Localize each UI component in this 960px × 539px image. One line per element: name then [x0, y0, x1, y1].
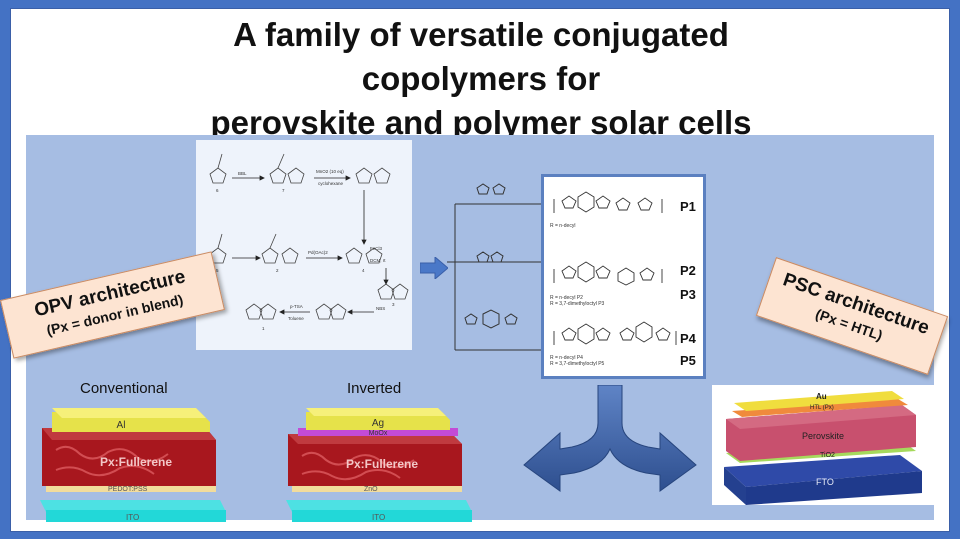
condition-bbl: BBL [238, 171, 247, 176]
compound-6: 6 [216, 188, 219, 193]
p4-substituent: R = n-decyl P4 [550, 355, 583, 361]
condition-toluene: Toluene [288, 316, 304, 321]
p3-substituent: R = 3,7-dimethyloctyl P3 [550, 301, 605, 307]
layer-fto: FTO [816, 477, 834, 487]
label-p2: P2 [680, 263, 696, 278]
label-p4: P4 [680, 331, 696, 346]
compound-4: 4 [362, 268, 365, 273]
layer-perovskite: Perovskite [802, 431, 844, 441]
split-arrow-icon [523, 385, 697, 492]
condition-ptsa: p-TSA [290, 304, 303, 309]
layer-au: Au [816, 392, 827, 401]
p1-substituent: R = n-decyl [550, 223, 575, 229]
polymer-structures-box: R = n-decyl R = n-decyl P2 R = 3,7-dimet… [541, 174, 706, 379]
layer-ito-inverted: ITO [372, 513, 385, 522]
condition-pdoac: Pd(OAc)2 [308, 250, 328, 255]
layer-zno: ZnO [364, 486, 378, 493]
label-p1: P1 [680, 199, 696, 214]
layer-ag: Ag [372, 418, 384, 429]
p5-substituent: R = 3,7-dimethyloctyl P5 [550, 361, 605, 367]
compound-2: 2 [276, 268, 279, 273]
layer-ito: ITO [126, 513, 139, 522]
compound-3: 3 [392, 302, 395, 307]
p2-substituent: R = n-decyl P2 [550, 295, 583, 301]
polymer-structures: R = n-decyl R = n-decyl P2 R = 3,7-dimet… [550, 191, 677, 367]
inverted-device: Ag MoOx Px:Fullerene ZnO ITO [286, 408, 472, 522]
condition-cyclohexane: cyclohexane [318, 181, 344, 186]
layer-htl: HTL (Px) [810, 405, 834, 411]
condition-nbs: NBS [376, 306, 385, 311]
psc-device: Au HTL (Px) Perovskite TiO2 FTO [724, 391, 922, 505]
layer-moox: MoOx [369, 430, 388, 437]
condition-fecl3: FeCl3 [370, 246, 383, 251]
psc-device-panel: Au HTL (Px) Perovskite TiO2 FTO [712, 385, 934, 505]
compound-7: 7 [282, 188, 285, 193]
compound-1: 1 [262, 326, 265, 331]
synthesis-scheme: 6 7 5 2 4 3 1 BBL MnO2 (10 eq) cyclohexa… [196, 140, 412, 350]
label-p3: P3 [680, 287, 696, 302]
layer-tio2: TiO2 [820, 452, 835, 459]
title-line-2: copolymers for [361, 60, 601, 97]
condition-dcm: DCM, rt [370, 258, 386, 263]
monomer-bracket [447, 183, 541, 351]
caption-inverted: Inverted [347, 380, 402, 397]
layer-pedot: PEDOT:PSS [108, 486, 148, 493]
layer-px-fullerene-inverted: Px:Fullerene [346, 457, 418, 471]
title-line-1: A family of versatile conjugated [233, 16, 729, 53]
layer-px-fullerene: Px:Fullerene [100, 455, 172, 469]
conventional-device: Al Px:Fullerene PEDOT:PSS ITO [40, 408, 226, 522]
right-arrow-icon [420, 257, 448, 279]
slide-title: A family of versatile conjugated copolym… [11, 13, 949, 145]
layer-al: Al [117, 420, 126, 431]
condition-mno2: MnO2 (10 eq) [316, 169, 344, 174]
caption-conventional: Conventional [80, 380, 168, 397]
compound-5: 5 [216, 268, 219, 273]
title-line-3: perovskite and polymer solar cells [210, 104, 752, 141]
label-p5: P5 [680, 353, 696, 368]
